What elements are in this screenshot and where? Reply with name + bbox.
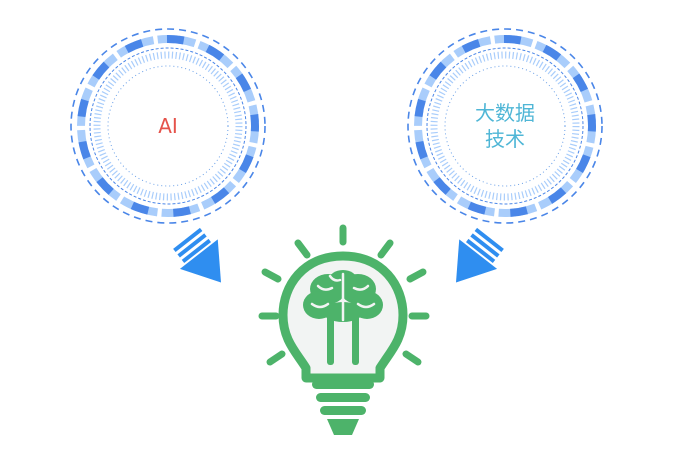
ai-label: AI	[158, 114, 178, 138]
down-right-arrow-icon	[173, 227, 222, 283]
lightbulb-brain-icon	[258, 224, 430, 435]
right-ring-icon	[407, 28, 603, 224]
left-ring-icon	[70, 28, 266, 224]
big-data-label: 大数据 技术	[475, 100, 535, 152]
big-data-label-line1: 大数据	[475, 101, 535, 125]
down-left-arrow-icon	[455, 227, 504, 283]
big-data-label-line2: 技术	[485, 127, 525, 151]
